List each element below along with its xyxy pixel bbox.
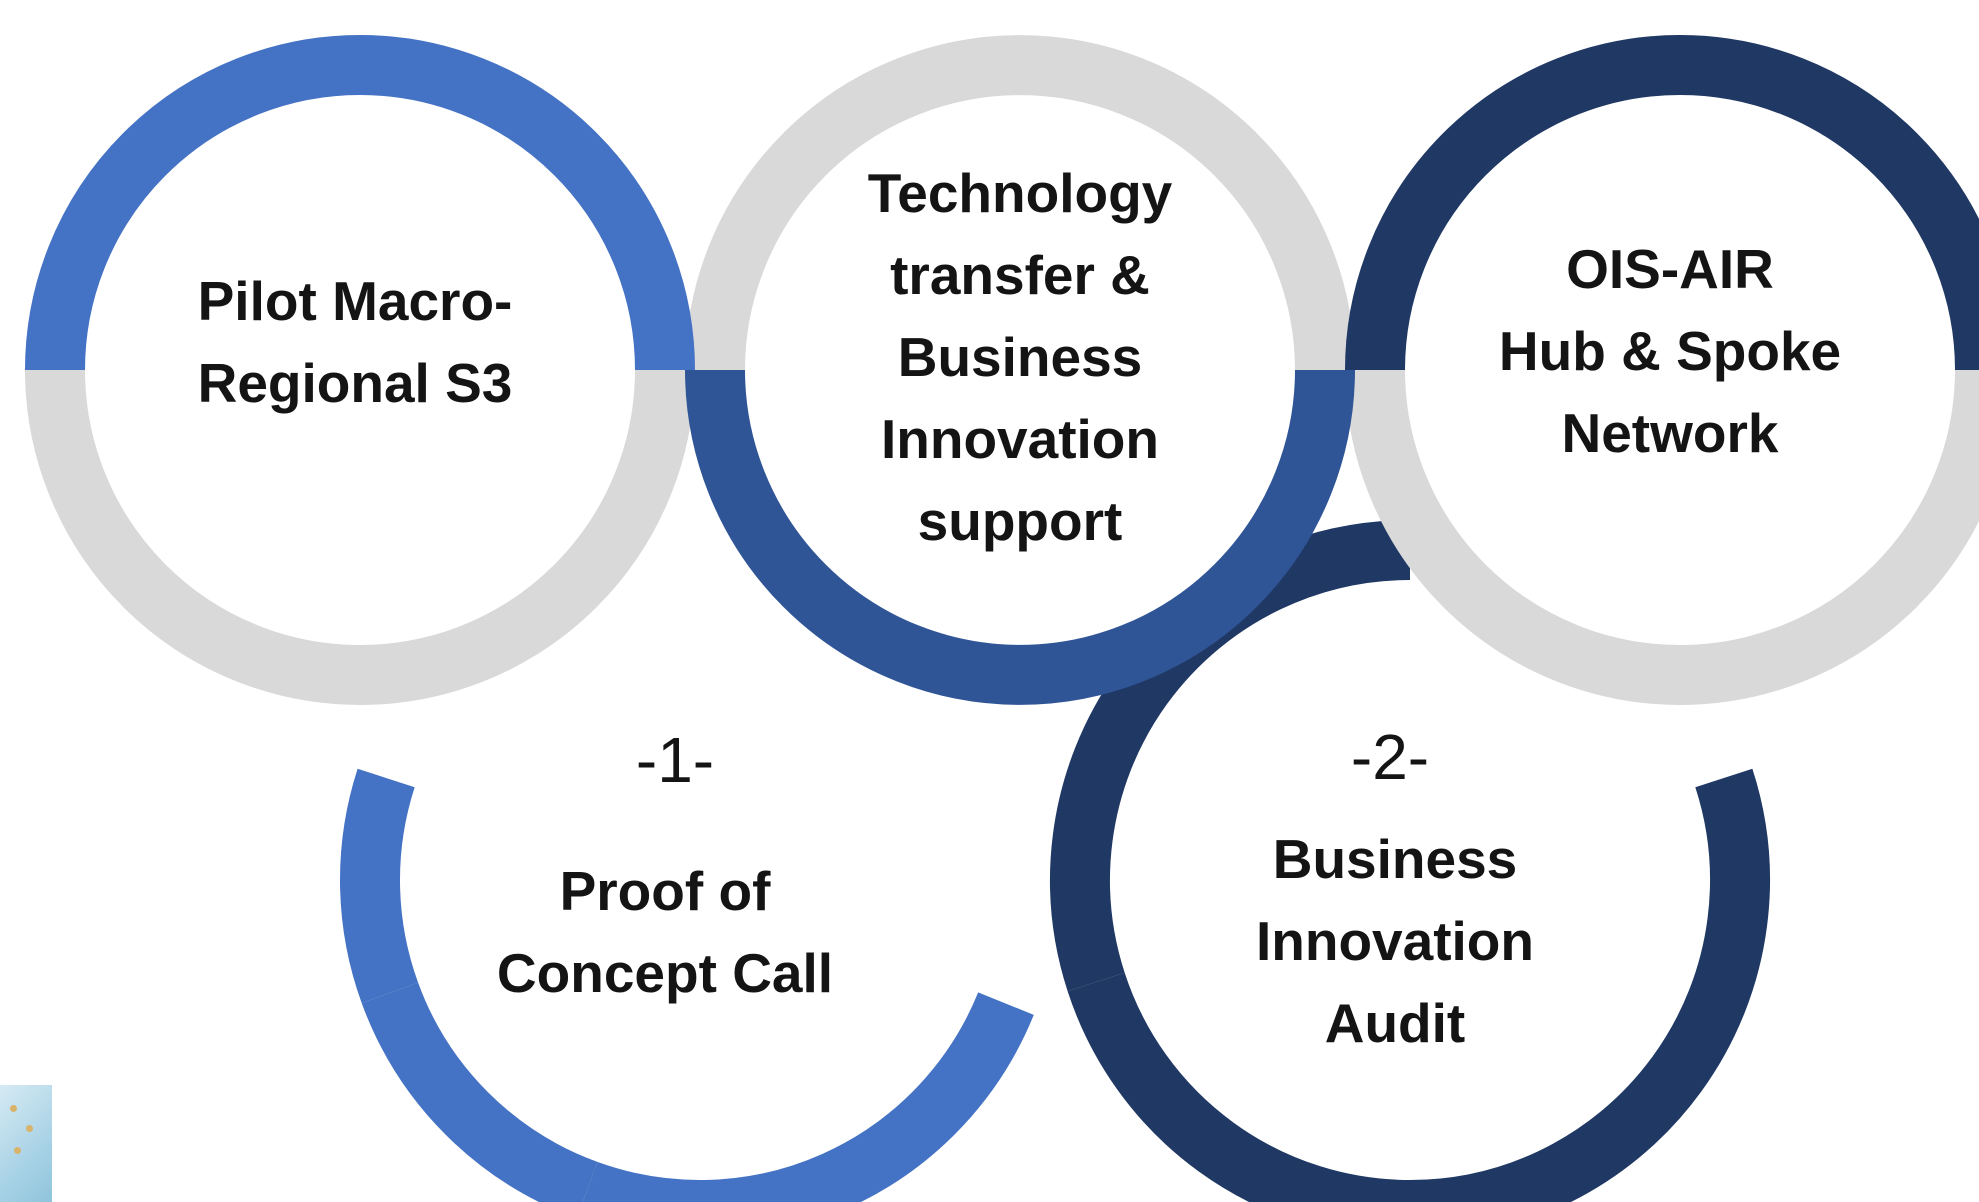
circle-label-line: Hub & Spoke	[1498, 320, 1842, 382]
circle-label-ois-air: OIS-AIR Hub & Spoke Network	[1415, 228, 1925, 474]
step1-ring-arc	[582, 992, 1034, 1202]
step1-ring-arc	[361, 982, 598, 1202]
step-label-line: Audit	[1324, 992, 1466, 1054]
pilot-ring-blue	[25, 35, 695, 371]
circle-label-line: OIS-AIR	[1566, 238, 1774, 300]
circle-label-pilot: Pilot Macro- Regional S3	[100, 260, 610, 424]
ois-ring-gray	[1345, 369, 1979, 705]
circle-label-technology-transfer: Technology transfer & Business Innovatio…	[765, 152, 1275, 562]
step-label-business-innovation-audit: Business Innovation Audit	[1145, 818, 1645, 1064]
circle-label-line: transfer &	[890, 244, 1150, 306]
step-label-line: Proof of	[559, 860, 771, 922]
ois-ring-dark	[1345, 35, 1979, 371]
step-label-line: Business	[1272, 828, 1518, 890]
step-number-1: -1-	[635, 724, 715, 796]
step-number-2: -2-	[1350, 721, 1430, 793]
circle-label-line: support	[917, 490, 1123, 552]
circle-label-line: Innovation	[880, 408, 1160, 470]
circle-label-line: Technology	[867, 162, 1173, 224]
tech-ring-navy	[685, 369, 1355, 705]
step-label-line: Concept Call	[496, 942, 834, 1004]
step2-ring-arc	[1050, 520, 1411, 992]
circle-label-line: Network	[1561, 402, 1779, 464]
circle-label-line: Pilot Macro-	[197, 270, 513, 332]
circle-label-line: Business	[897, 326, 1143, 388]
pilot-ring-gray	[25, 369, 695, 705]
step2-ring-arc	[1067, 972, 1411, 1202]
step-label-proof-of-concept: Proof of Concept Call	[415, 850, 915, 1014]
step-label-line: Innovation	[1255, 910, 1535, 972]
step2-ring-arc	[1409, 768, 1770, 1202]
step1-ring-arc	[340, 768, 419, 1004]
circle-label-line: Regional S3	[197, 352, 513, 414]
image-thumbnail-icon	[0, 1085, 52, 1202]
tech-ring-gray	[685, 35, 1355, 371]
